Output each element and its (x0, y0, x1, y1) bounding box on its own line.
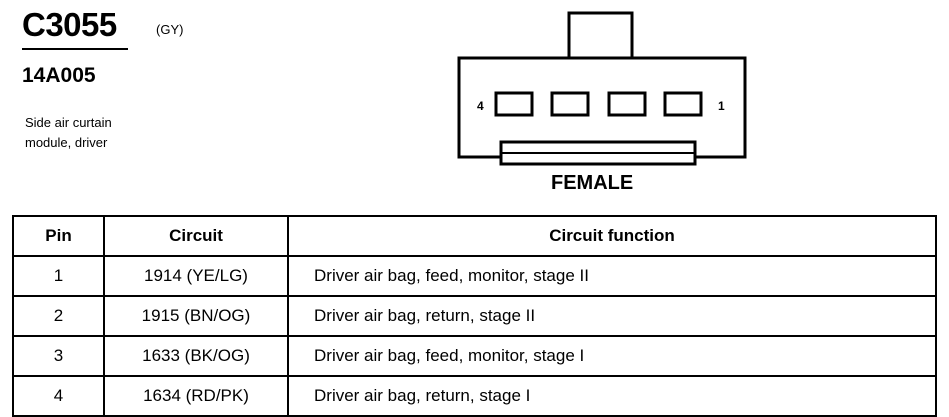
function-cell: Driver air bag, return, stage I (287, 375, 937, 417)
pin-table: Pin Circuit Circuit function 1 1914 (YE/… (12, 215, 937, 417)
circuit-cell: 1915 (BN/OG) (103, 295, 289, 337)
function-cell: Driver air bag, feed, monitor, stage I (287, 335, 937, 377)
pin-cavity-1 (663, 91, 703, 117)
description-line-1: Side air curtain (25, 115, 112, 130)
connector-face-diagram: 4 1 (457, 11, 747, 166)
table-row: 1 1914 (YE/LG) Driver air bag, feed, mon… (12, 255, 937, 297)
function-cell: Driver air bag, feed, monitor, stage II (287, 255, 937, 297)
table-row: 3 1633 (BK/OG) Driver air bag, feed, mon… (12, 335, 937, 377)
pin-cell: 1 (12, 255, 105, 297)
connector-id: C3055 (22, 6, 117, 43)
pin-cell: 2 (12, 295, 105, 337)
circuit-cell: 1634 (RD/PK) (103, 375, 289, 417)
table-row: 4 1634 (RD/PK) Driver air bag, return, s… (12, 375, 937, 417)
function-cell: Driver air bag, return, stage II (287, 295, 937, 337)
pin-cell: 3 (12, 335, 105, 377)
part-number: 14A005 (22, 64, 96, 87)
pin-cavity-3 (550, 91, 590, 117)
pin-label-right: 1 (718, 99, 725, 113)
table-header-row: Pin Circuit Circuit function (12, 215, 937, 257)
column-header-circuit: Circuit (103, 215, 289, 257)
connector-gender-label: FEMALE (551, 172, 634, 194)
title-underline (22, 48, 128, 50)
table-row: 2 1915 (BN/OG) Driver air bag, return, s… (12, 295, 937, 337)
description-line-2: module, driver (25, 135, 108, 150)
connector-locking-tab (567, 11, 634, 61)
pin-cavity-2 (607, 91, 647, 117)
connector-color: (GY) (156, 22, 184, 37)
circuit-cell: 1633 (BK/OG) (103, 335, 289, 377)
pin-cell: 4 (12, 375, 105, 417)
pin-label-left: 4 (477, 99, 484, 113)
column-header-function: Circuit function (287, 215, 937, 257)
column-header-pin: Pin (12, 215, 105, 257)
circuit-cell: 1914 (YE/LG) (103, 255, 289, 297)
pin-cavity-4 (494, 91, 534, 117)
